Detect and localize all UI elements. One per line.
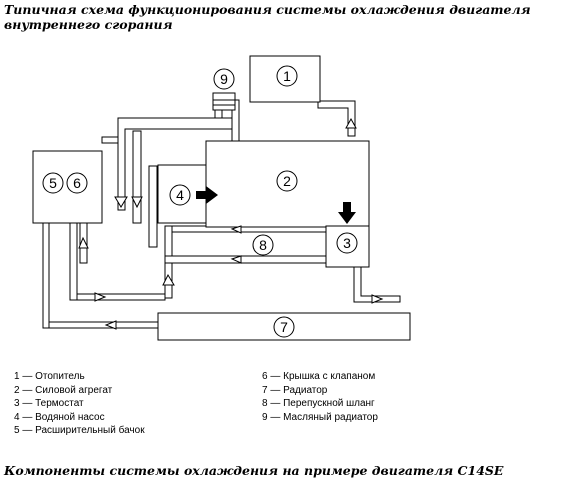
arrow-left-bypass-icon [230,225,242,234]
heater-number: 1 [283,68,291,84]
hose-tank-radiator-mid [69,222,78,301]
tank-number: 5 [49,175,57,191]
thermostat-label-circle [336,232,358,254]
radiator-number: 7 [280,319,288,335]
arrow-up-heater-icon [345,117,357,129]
bypass-label-circle [252,234,274,256]
bypass-number: 8 [259,237,267,253]
arrow-up-tank-icon [78,236,89,249]
thermostat-number: 3 [343,235,351,251]
arrow-left-bypass2-icon [230,255,242,264]
figure-caption: Компоненты системы охлаждения на примере… [4,463,504,478]
legend-item: 6 — Крышка с клапаном [262,371,376,382]
cap-number: 6 [73,175,81,191]
cap-label-circle [66,172,88,194]
heater-label-circle [276,65,298,87]
legend-item: 1 — Отопитель [14,371,85,382]
legend-item: 5 — Расширительный бачок [14,425,145,436]
legend-item: 7 — Радиатор [262,384,328,396]
hose-pump-feed [148,165,158,248]
legend-item: 3 — Термостат [14,398,84,409]
diagram-title: Типичная схема функционирования системы … [4,2,531,32]
legend-right: 6 — Крышка с клапаном 7 — Радиатор 8 — П… [262,370,378,424]
hose-heater-supply [317,100,356,137]
engine-number: 2 [283,173,291,189]
arrow-right-radiator-icon [94,292,107,302]
arrow-down-tank-icon [114,196,128,208]
oil-cooler-label-circle [213,68,235,90]
hose-radiator-upper [76,293,166,301]
legend-left: 1 — Отопитель 2 — Силовой агрегат 3 — Те… [14,370,145,438]
hose-tank-top [101,136,119,144]
thermostat-flow-arrow-icon [338,202,356,224]
arrow-left-radiator-icon [104,320,117,330]
legend-item: 2 — Силовой агрегат [14,384,113,396]
engine-label-circle [276,170,298,192]
oil-cooler-number: 9 [220,71,228,87]
arrow-right-thermostat-icon [371,294,384,304]
hose-bypass-lower [164,255,327,264]
tank-label-circle [42,172,64,194]
hose-tank-radiator-left [42,222,50,329]
legend-item: 9 — Масляный радиатор [262,411,378,423]
arrow-up-pump-bottom-icon [162,273,175,286]
pump-number: 4 [176,187,184,203]
radiator-label-circle [273,316,295,338]
pump-label-circle [169,184,191,206]
arrow-down-pump-icon [131,196,143,209]
pump-flow-arrow-icon [196,186,218,204]
heater-box [249,55,321,103]
legend-item: 8 — Перепускной шланг [262,398,375,409]
hose-radiator-lower [48,321,159,329]
legend-item: 4 — Водяной насос [14,411,105,423]
hose-tank-pump [132,130,142,224]
oil-cooler-box [212,92,236,111]
